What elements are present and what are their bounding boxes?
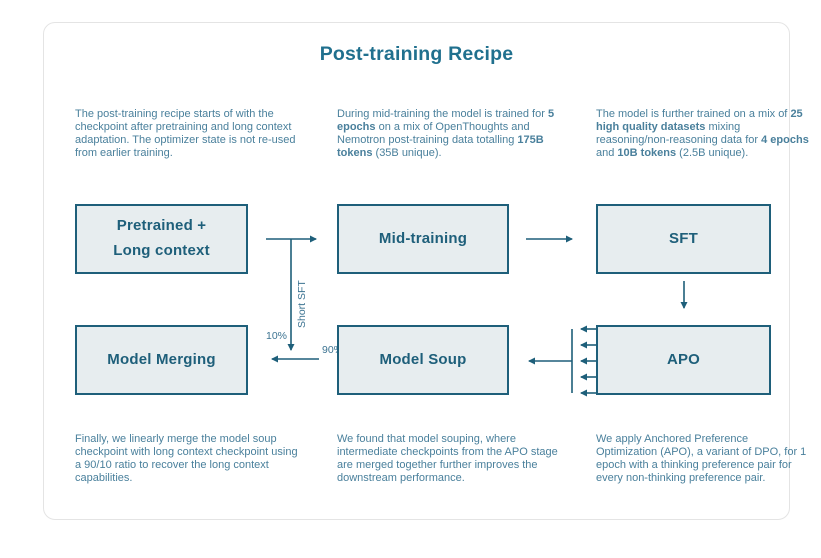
node-label-line1: Pretrained + bbox=[116, 217, 207, 235]
note-midtraining: During mid-training the model is trained… bbox=[337, 108, 555, 159]
diagram-card: Post-training Recipe The post-training r… bbox=[43, 22, 809, 520]
node-label: APO bbox=[666, 350, 701, 368]
node-sft: SFT bbox=[596, 204, 771, 274]
edge-label-10pct: 10% bbox=[265, 330, 287, 342]
node-label: SFT bbox=[669, 229, 698, 247]
node-apo: APO bbox=[596, 325, 771, 395]
note-pretraining: The post-training recipe starts of with … bbox=[75, 108, 296, 159]
node-label: Model Merging bbox=[107, 350, 216, 368]
apo-checkpoint-arrows bbox=[528, 325, 596, 397]
node-pretrained-long-context: Pretrained + Long context bbox=[75, 204, 248, 274]
node-label: Model Soup bbox=[379, 350, 467, 368]
diagram-title: Post-training Recipe bbox=[319, 43, 514, 65]
node-label: Mid-training bbox=[378, 229, 468, 247]
note-apo: We apply Anchored Preference Optimizatio… bbox=[596, 433, 807, 484]
node-midtraining: Mid-training bbox=[337, 204, 509, 274]
note-model-soup: We found that model souping, where inter… bbox=[337, 433, 558, 484]
node-model-soup: Model Soup bbox=[337, 325, 509, 395]
note-sft: The model is further trained on a mix of… bbox=[596, 108, 809, 159]
edge-label-short-sft: Short SFT bbox=[296, 280, 308, 328]
node-model-merging: Model Merging bbox=[75, 325, 248, 395]
node-label-line2: Long context bbox=[113, 242, 210, 259]
note-model-merging: Finally, we linearly merge the model sou… bbox=[75, 433, 298, 484]
